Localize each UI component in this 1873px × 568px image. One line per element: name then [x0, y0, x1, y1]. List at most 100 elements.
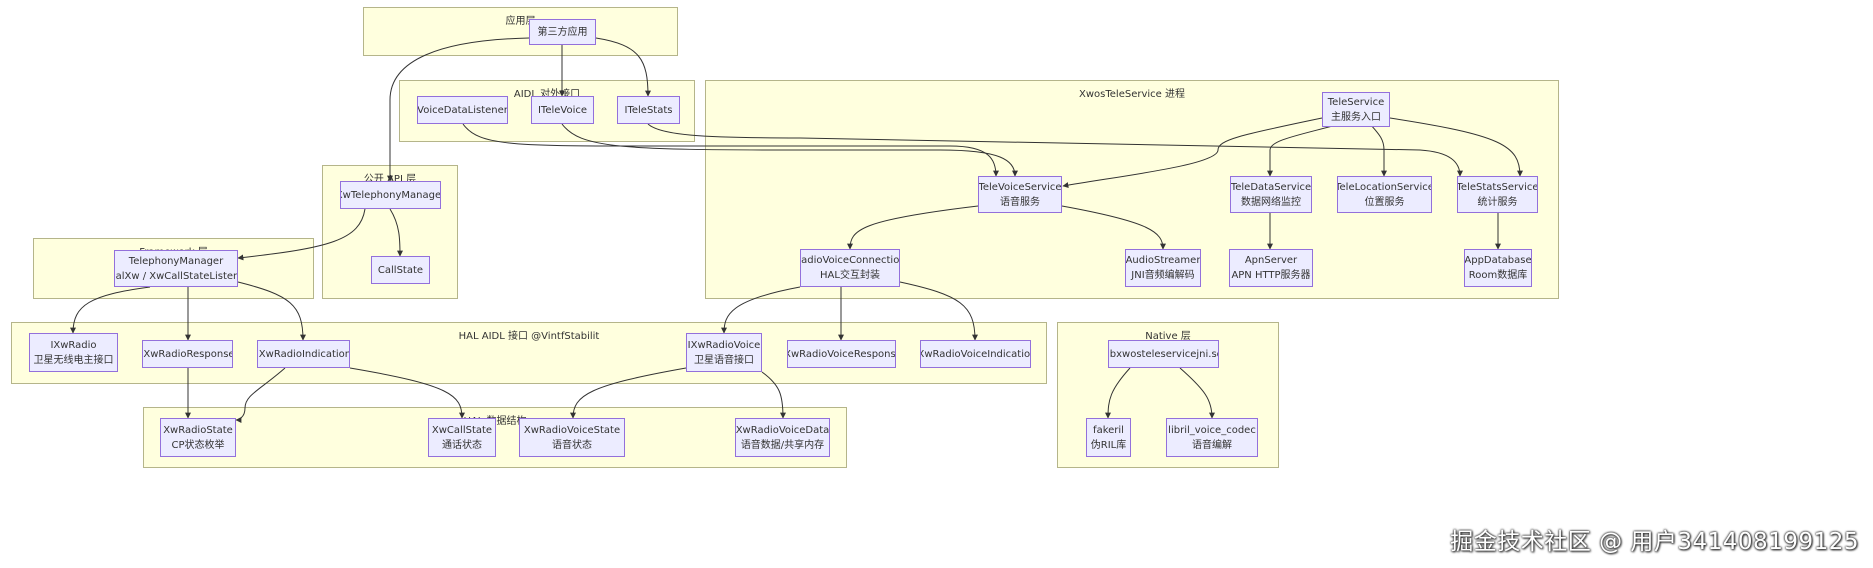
itelestats-node[interactable]: ITeleStats — [617, 96, 680, 124]
third-party-app-node[interactable]: 第三方应用 — [529, 19, 596, 45]
edge-itelevoice-to-televoiceservice — [561, 123, 1018, 177]
node-sublabel: Room数据库 — [1468, 270, 1528, 281]
voice-data-listener-node[interactable]: VoiceDataListener — [417, 96, 508, 124]
edge-libxwos-to-fakeril — [1105, 367, 1131, 419]
edge-radiovoiceconnection-to-ixwradiovoice — [721, 286, 801, 334]
node-sublabel: 语音数据/共享内存 — [740, 439, 825, 451]
group-hal-data: HAL 数据结构 — [143, 407, 847, 468]
group-title: XwosTeleService 进程 — [1079, 89, 1185, 100]
televoiceservice-node[interactable]: TeleVoiceService 语音服务 — [978, 176, 1062, 213]
node-label: AudioStreamer — [1125, 255, 1201, 266]
node-label: XwRadioVoiceData — [735, 424, 830, 436]
xwcallstate-node[interactable]: XwCallState 通话状态 — [428, 418, 496, 457]
node-sublabel: 卫星无线电主接口 — [33, 354, 114, 366]
node-sublabel: APN HTTP服务器 — [1231, 270, 1311, 281]
node-label: XwCallState — [431, 424, 493, 436]
node-sublabel: 数据网络监控 — [1241, 196, 1301, 208]
edge-teleservice-to-telestatsservice — [1389, 117, 1523, 177]
node-label: XwRadioVoiceState — [523, 424, 621, 436]
node-sublabel: 语音状态 — [552, 439, 592, 451]
node-label: libril_voice_codec — [1168, 424, 1256, 436]
node-sublabel: 位置服务 — [1364, 196, 1405, 208]
radiovoiceconnection-node[interactable]: RadioVoiceConnection HAL交互封装 — [800, 249, 900, 287]
edge-app-to-xwtelephonymanager — [387, 37, 530, 182]
edge-televoiceservice-to-audiostreamer — [1061, 205, 1166, 250]
edge-xwtelephonymanager-to-callstate — [389, 208, 403, 257]
ixwradiovoiceresponse-node[interactable]: IXwRadioVoiceResponse — [787, 340, 896, 368]
edge-itelestats-to-telestatsservice — [647, 123, 1463, 177]
node-sublabel: HAL交互封装 — [820, 270, 880, 281]
edge-libxwos-to-libril — [1179, 367, 1215, 419]
xwradiovoicestate-node[interactable]: XwRadioVoiceState 语音状态 — [519, 418, 625, 457]
node-label: IXwRadioVoice — [687, 339, 761, 351]
node-sublabel: 语音编解 — [1192, 439, 1232, 451]
telestatsservice-node[interactable]: TeleStatsService 统计服务 — [1457, 176, 1538, 213]
edge-ixwradiovoice-to-xwradiovoicestate — [570, 367, 687, 419]
node-label: IXwRadioIndication — [257, 348, 350, 360]
node-label: ITeleStats — [624, 104, 673, 116]
node-label: TeleLocationService — [1337, 181, 1432, 193]
node-sublabel: 伪RIL库 — [1090, 439, 1127, 451]
node-sublabel: 通话状态 — [442, 439, 482, 451]
appdatabase-node[interactable]: AppDatabase Room数据库 — [1464, 249, 1532, 287]
edge-telephonymanager-to-ixwradio — [70, 286, 151, 334]
ixwradiovoice-node[interactable]: IXwRadioVoice 卫星语音接口 — [686, 333, 762, 372]
ixwradioresponse-node[interactable]: IXwRadioResponse — [142, 340, 233, 368]
node-label: XwTelephonyManager — [340, 189, 441, 201]
node-label: ITeleVoice — [537, 104, 588, 116]
edge-telephonymanager-to-ixwradioindication — [237, 281, 306, 341]
edge-ixwradioindication-to-xwcallstate — [349, 367, 465, 419]
node-sublabel: 统计服务 — [1477, 196, 1518, 208]
node-label: CallState — [377, 264, 424, 276]
edge-xwtelephonymanager-to-telephonymanager — [237, 208, 366, 261]
ixwradioindication-node[interactable]: IXwRadioIndication — [257, 340, 350, 368]
node-label: VoiceDataListener — [417, 104, 508, 116]
edge-ixwradiovoice-to-xwradiovoicedata — [761, 371, 786, 419]
edge-televoiceservice-to-radiovoiceconnection — [847, 205, 979, 250]
edge-voicedatalistener-to-televoiceservice — [462, 123, 999, 177]
callstate-node[interactable]: CallState — [371, 256, 430, 284]
node-label: AppDatabase — [1464, 255, 1532, 266]
itelevoice-node[interactable]: ITeleVoice — [531, 96, 594, 124]
edge-app-to-itelestats — [595, 37, 651, 97]
node-label: TeleVoiceService — [978, 181, 1062, 193]
fakeril-node[interactable]: fakeril 伪RIL库 — [1086, 418, 1131, 457]
node-label: TeleStatsService — [1457, 181, 1538, 193]
node-label: TeleService — [1327, 96, 1385, 108]
telephonymanager-node[interactable]: TelephonyManager dialXw / XwCallStateLis… — [114, 250, 238, 287]
group-title: HAL AIDL 接口 @VintfStabilit — [458, 331, 600, 342]
node-label: IXwRadioResponse — [142, 348, 233, 360]
xwradiovoicedata-node[interactable]: XwRadioVoiceData 语音数据/共享内存 — [735, 418, 830, 457]
node-sublabel: CP状态枚举 — [171, 439, 225, 451]
apnserver-node[interactable]: ApnServer APN HTTP服务器 — [1229, 249, 1313, 287]
watermark: 掘金技术社区 @ 用户341408199125 — [1450, 529, 1859, 555]
teleservice-node[interactable]: TeleService 主服务入口 — [1322, 92, 1390, 127]
node-label: TeleDataService — [1230, 181, 1312, 193]
group-title: Native 层 — [1145, 331, 1191, 342]
node-label: TelephonyManager — [128, 255, 224, 267]
libxwos-jni-node[interactable]: libxwosteleservicejni.so — [1108, 340, 1219, 368]
edge-teleservice-to-teledataservice — [1267, 123, 1341, 177]
node-label: RadioVoiceConnection — [801, 255, 900, 266]
libril-voice-codec-node[interactable]: libril_voice_codec 语音编解 — [1166, 418, 1258, 457]
ixwradio-node[interactable]: IXwRadio 卫星无线电主接口 — [29, 333, 118, 372]
node-label: IXwRadioVoiceIndication — [920, 348, 1031, 360]
group-app-layer: 应用层 — [363, 7, 678, 56]
node-sublabel: 语音服务 — [1000, 196, 1040, 208]
node-sublabel: JNI音频编解码 — [1131, 270, 1195, 281]
edge-ixwradioindication-to-xwradiostate — [235, 367, 286, 423]
node-sublabel: dialXw / XwCallStateListene — [115, 270, 238, 282]
edge-teleservice-to-telelocationservice — [1369, 123, 1387, 177]
teledataservice-node[interactable]: TeleDataService 数据网络监控 — [1230, 176, 1312, 213]
group-title: 应用层 — [505, 16, 536, 27]
node-label: IXwRadioVoiceResponse — [787, 348, 896, 360]
ixwradiovoiceindication-node[interactable]: IXwRadioVoiceIndication — [920, 340, 1031, 368]
node-sublabel: 主服务入口 — [1331, 111, 1381, 123]
telelocationservice-node[interactable]: TeleLocationService 位置服务 — [1337, 176, 1432, 213]
node-label: 第三方应用 — [537, 26, 588, 38]
edge-radiovoiceconnection-to-ixwradiovoiceindication — [899, 281, 978, 341]
audiostreamer-node[interactable]: AudioStreamer JNI音频编解码 — [1125, 249, 1201, 287]
xwtelephonymanager-node[interactable]: XwTelephonyManager — [340, 181, 441, 209]
xwradiostate-node[interactable]: XwRadioState CP状态枚举 — [160, 418, 236, 457]
